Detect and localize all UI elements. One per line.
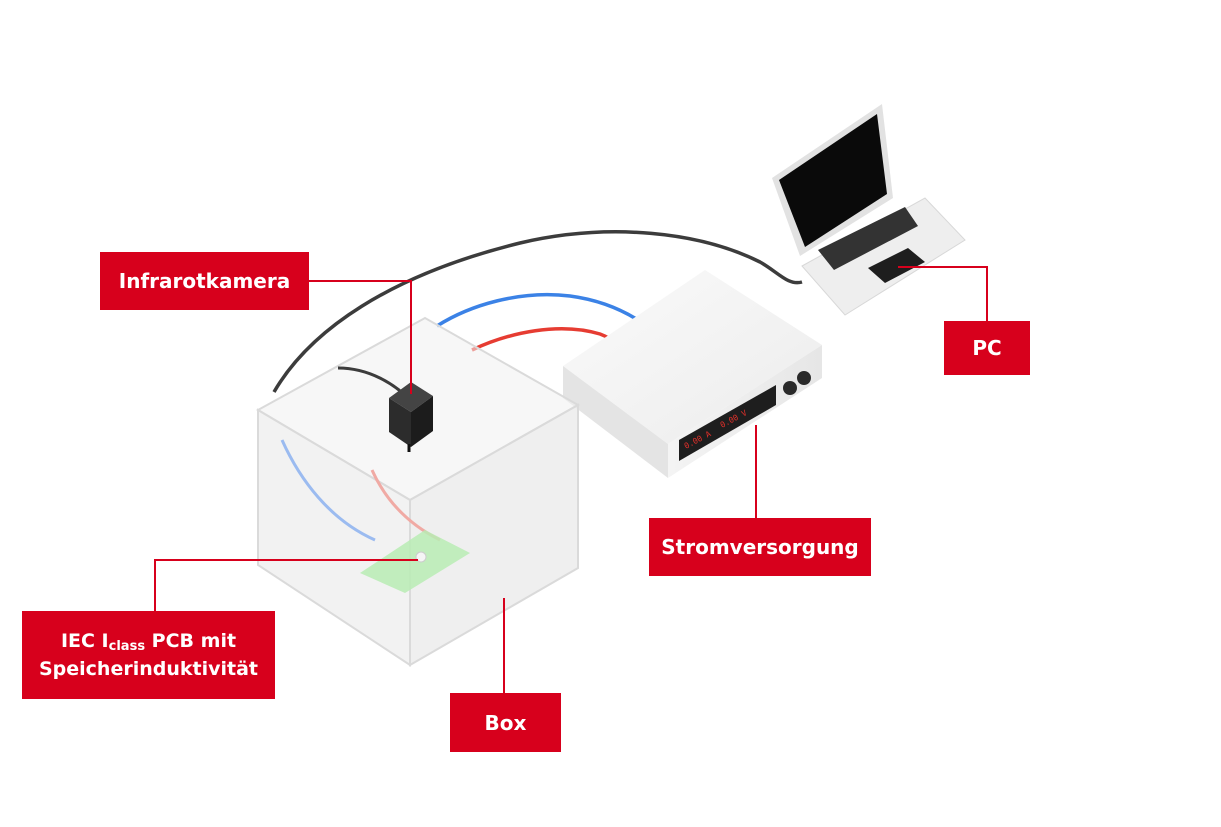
label-box-text: Box — [484, 710, 527, 735]
knob-icon — [797, 371, 811, 385]
blue-cable — [436, 292, 639, 328]
knob-icon — [783, 381, 797, 395]
leader-camera — [309, 280, 412, 394]
label-pcb-suffix: PCB mit — [145, 630, 237, 652]
label-pc-text: PC — [972, 336, 1002, 360]
label-pcb-subscript: class — [108, 639, 146, 654]
label-pcb-prefix: IEC I — [60, 630, 109, 652]
label-box: Box — [450, 693, 561, 752]
label-infrared-camera: Infrarotkamera — [100, 252, 309, 310]
label-infrared-camera-text: Infrarotkamera — [118, 269, 291, 293]
power-supply-icon: 0.00 A 0.00 V — [563, 270, 822, 478]
leader-pcb — [154, 559, 418, 611]
pcb-board-icon — [360, 530, 470, 593]
leader-pc — [898, 266, 988, 321]
label-pcb-line2: Speicherinduktivität — [38, 658, 258, 680]
laptop-icon — [772, 104, 966, 316]
label-power-supply: Stromversorgung — [649, 518, 871, 576]
infrared-camera-icon — [389, 382, 433, 452]
label-power-supply-text: Stromversorgung — [661, 535, 859, 559]
label-pcb-line1: IEC Iclass PCB mit — [61, 627, 236, 655]
inner-blue-cable — [280, 439, 376, 542]
label-pc: PC — [944, 321, 1030, 375]
label-pcb: IEC Iclass PCB mit Speicherinduktivität — [22, 611, 275, 699]
leader-lines — [154, 266, 988, 693]
acrylic-box-icon — [255, 316, 581, 667]
usb-cable — [272, 230, 803, 393]
